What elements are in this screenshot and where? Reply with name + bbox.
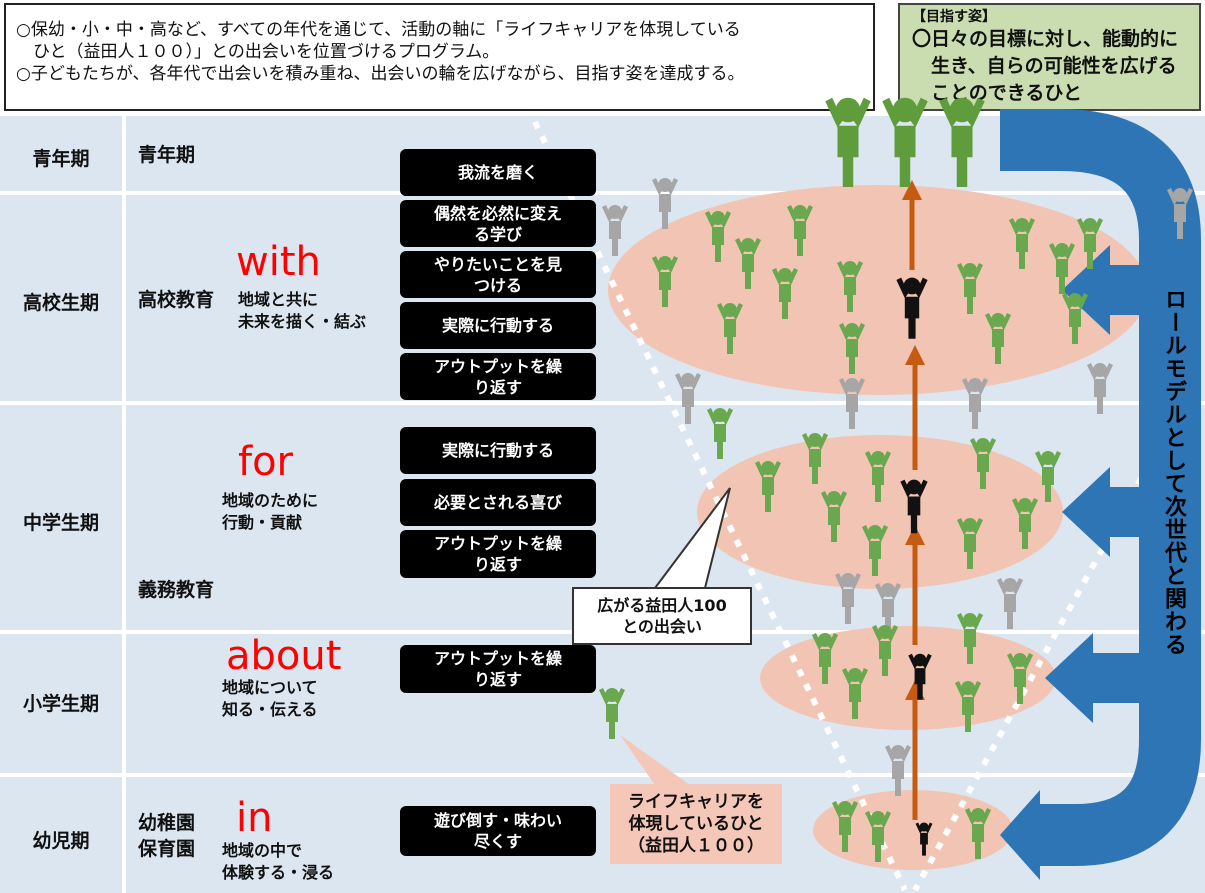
inst-kinder-line-1: 幼稚園 [138,812,196,834]
activity-pill: 実際に行動する [400,427,596,474]
for-subtitle: 地域のために 行動・貢献 [222,490,318,534]
activity-pill: アウトプットを繰り返す [400,353,596,400]
activity-pill: やりたいことを見つける [400,251,596,298]
inst-kinder: 幼稚園 保育園 [138,810,195,862]
keyword-in: in [236,795,273,841]
activity-pill: アウトプットを繰り返す [400,530,596,578]
elementary-ellipse [760,626,1056,730]
rolemodel-callout-pointer [620,735,690,785]
role-model-arrow-high [1062,245,1140,335]
about-sub-2: 知る・伝える [222,700,318,719]
high-ellipse [608,185,1148,395]
activity-pill: 偶然を必然に変える学び [400,200,596,247]
goal-box: 【目指す姿】 〇日々の目標に対し、能動的に 生き、自らの可能性を広げる ことので… [898,3,1201,111]
divider-high [0,401,1205,405]
column-divider [122,116,126,893]
about-subtitle: 地域について 知る・伝える [222,677,318,721]
activity-pill: 遊び倒す・味わい尽くす [400,806,596,856]
side-arrow-text: ロールモデルとして次世代と関わる [1161,288,1186,656]
funnel-left [532,120,908,892]
role-model-arrow-junior [1062,467,1140,557]
goal-heading: 【目指す姿】 [912,9,996,25]
period-high: 高校生期 [22,292,99,314]
with-subtitle: 地域と共に 未来を描く・結ぶ [238,289,366,333]
keyword-for: for [238,439,293,485]
divider-youth [0,191,1205,195]
intro-line-1: ○保幼・小・中・高など、すべての年代を通じて、活動の軸に「ライフキャリアを体現し… [16,20,741,40]
inst-compulsory: 義務教育 [138,579,215,601]
inst-kinder-line-2: 保育園 [138,838,196,860]
period-elementary: 小学生期 [22,693,99,715]
role-model-arrow-elementary [1045,633,1140,723]
goal-line-1: 〇日々の目標に対し、能動的に [912,28,1179,50]
with-sub-2: 未来を描く・結ぶ [238,312,367,331]
infant-ellipse [813,790,1013,870]
activity-pill: 必要とされる喜び [400,479,596,526]
in-subtitle: 地域の中で 体験する・浸る [222,840,334,884]
inst-high: 高校教育 [138,289,215,311]
inst-youth: 青年期 [138,144,196,166]
about-sub-1: 地域について [222,678,318,697]
period-youth: 青年期 [32,148,90,170]
role-model-curve [1000,109,1201,866]
goal-person-icon [825,97,985,187]
intro-line-2: ひと（益田人１００）」との出会いを位置づけるプログラム。 [16,42,500,62]
period-infant: 幼児期 [32,830,90,852]
goal-line-3: ことのできるひと [912,82,1082,104]
spread-callout: 広がる益田人100 との出会い [572,587,752,645]
keyword-about: about [226,633,342,679]
intro-line-3: ○子どもたちが、各年代で出会いを積み重ね、出会いの輪を広げながら、目指す姿を達成… [16,64,745,84]
with-sub-1: 地域と共に [238,290,319,309]
for-sub-1: 地域のために [222,491,319,510]
period-junior: 中学生期 [22,512,99,534]
activity-pill: 実際に行動する [400,302,596,349]
intro-box: ○保幼・小・中・高など、すべての年代を通じて、活動の軸に「ライフキャリアを体現し… [4,3,875,111]
rolemodel-callout: ライフキャリアを 体現しているひと （益田人１００） [610,784,782,864]
activity-pill: 我流を磨く [400,149,596,196]
keyword-with: with [236,239,321,285]
divider-elementary [0,773,1205,777]
role-model-arrowhead-infant [1000,790,1040,880]
in-sub-2: 体験する・浸る [222,863,335,882]
activity-pill: アウトプットを繰り返す [400,645,596,693]
goal-line-2: 生き、自らの可能性を広げる [912,55,1177,77]
in-sub-1: 地域の中で [222,841,303,860]
for-sub-2: 行動・貢献 [222,513,303,532]
